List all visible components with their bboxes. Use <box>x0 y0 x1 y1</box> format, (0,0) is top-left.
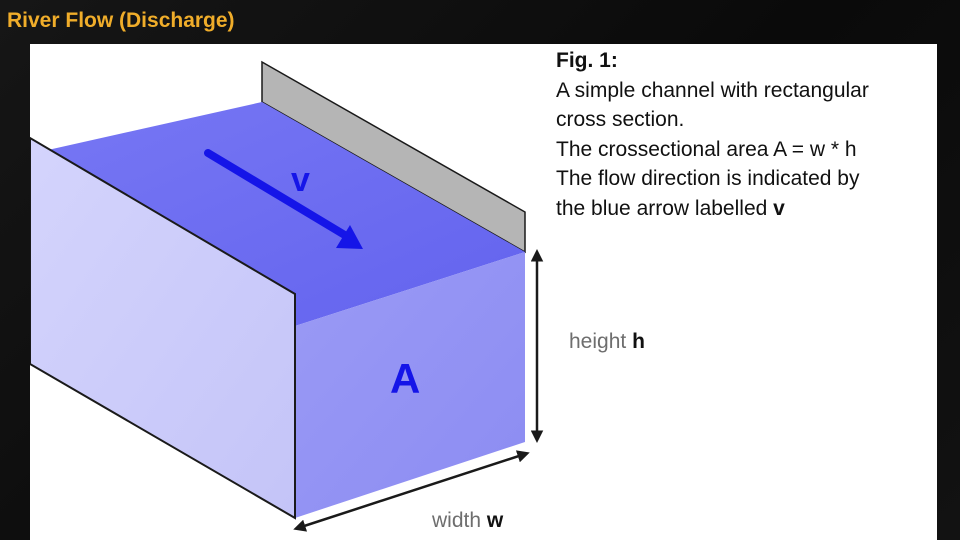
width-label-text: width <box>431 509 487 532</box>
flow-arrow-head <box>336 225 363 249</box>
caption-line-3: The crossectional area A = w * h <box>556 137 857 161</box>
slide-title: River Flow (Discharge) <box>7 9 235 32</box>
caption-line-1: A simple channel with rectangular <box>556 78 869 102</box>
caption-line-2: cross section. <box>556 108 685 131</box>
velocity-label: v <box>291 161 310 199</box>
width-symbol: w <box>486 509 504 532</box>
channel-diagram: v A height h width w <box>30 60 645 532</box>
height-label: height h <box>569 330 645 353</box>
height-symbol: h <box>632 330 645 353</box>
caption-line-5: the blue arrow labelled v <box>556 194 936 224</box>
width-arrow <box>293 450 530 532</box>
width-label: width w <box>431 509 504 532</box>
caption-line-5-bold: v <box>773 196 785 220</box>
height-label-text: height <box>569 330 632 353</box>
caption-line-4: The flow direction is indicated by <box>556 167 860 190</box>
caption-fig-label: Fig. 1: <box>556 49 618 72</box>
water-surface <box>30 102 525 326</box>
flow-arrow-shaft <box>204 149 352 241</box>
figure-panel: v A height h width w Fig. 1: A simple ch… <box>30 44 937 540</box>
figure-caption: Fig. 1: A simple channel with rectangula… <box>556 46 936 223</box>
caption-line-5-text: the blue arrow labelled <box>556 196 774 220</box>
area-label: A <box>390 355 420 402</box>
